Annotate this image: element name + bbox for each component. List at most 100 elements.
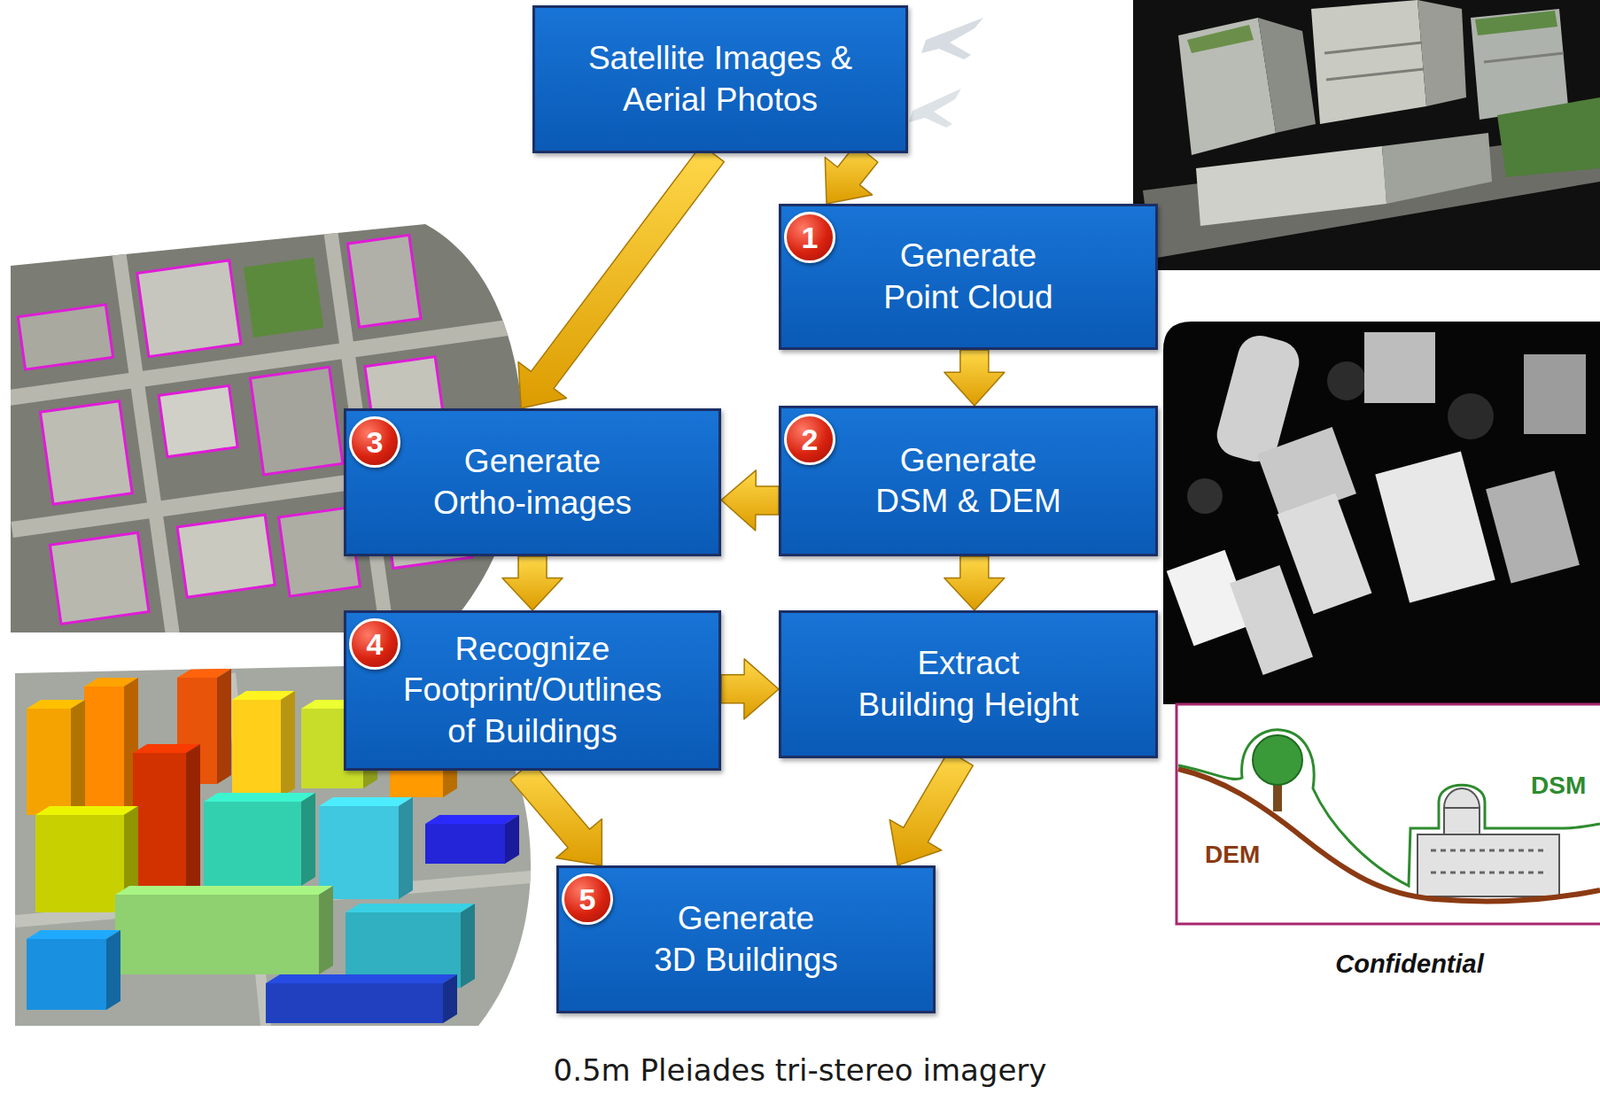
dsm-building bbox=[1277, 493, 1373, 615]
figure-caption: 0.5m Pleiades tri-stereo imagery bbox=[0, 1052, 1600, 1088]
building-side bbox=[70, 699, 86, 816]
building-dome bbox=[1444, 788, 1480, 808]
building bbox=[1178, 17, 1276, 156]
building-side bbox=[106, 930, 121, 1010]
building-h bbox=[132, 744, 201, 904]
process-box: Generate DSM & DEM bbox=[778, 405, 1158, 557]
building bbox=[1417, 0, 1467, 107]
callout-number: 3 bbox=[349, 416, 401, 468]
building-outline bbox=[347, 234, 421, 327]
dsm-label: DSM bbox=[1530, 772, 1586, 800]
building-face bbox=[425, 823, 505, 864]
callout-number: 1 bbox=[784, 211, 836, 264]
process-box: Generate 3D Buildings bbox=[556, 865, 936, 1014]
window-row bbox=[1324, 42, 1422, 54]
building-face bbox=[132, 753, 187, 904]
building-face bbox=[26, 939, 107, 1010]
dsm-building bbox=[1485, 471, 1580, 584]
building-roof bbox=[115, 885, 334, 895]
building-outline bbox=[158, 385, 238, 457]
flow-arrow bbox=[944, 349, 1005, 406]
building-side bbox=[442, 974, 458, 1024]
dsm-building bbox=[1374, 451, 1495, 604]
building-outline bbox=[249, 366, 342, 474]
dsm-building bbox=[1523, 354, 1586, 435]
building-face bbox=[84, 686, 125, 816]
building-roof bbox=[26, 930, 121, 940]
box-label: Generate 3D Buildings bbox=[652, 898, 839, 981]
building bbox=[1258, 17, 1316, 133]
building-face bbox=[232, 699, 281, 798]
building-side bbox=[186, 744, 201, 904]
window-row bbox=[1483, 53, 1564, 63]
tree-blob bbox=[1447, 393, 1494, 440]
dem-label: DEM bbox=[1204, 841, 1260, 870]
box-label: Recognize Footprint/Outlines of Building… bbox=[395, 629, 670, 753]
process-box: Extract Building Height bbox=[778, 610, 1158, 759]
flow-arrow bbox=[518, 144, 724, 409]
building-a bbox=[26, 699, 86, 816]
building-d bbox=[232, 691, 296, 798]
dem-dsm-inset bbox=[1176, 704, 1600, 925]
building-windows bbox=[1430, 849, 1546, 853]
process-box: Generate Point Cloud bbox=[778, 203, 1158, 350]
process-box: Recognize Footprint/Outlines of Building… bbox=[343, 610, 722, 771]
building-roof bbox=[425, 815, 520, 824]
building bbox=[1311, 0, 1427, 125]
process-box: Generate Ortho-images bbox=[343, 408, 722, 557]
building-m bbox=[425, 815, 520, 864]
box-label: Generate Point Cloud bbox=[866, 235, 1071, 319]
flow-arrow bbox=[721, 470, 779, 531]
flow-arrow bbox=[824, 144, 878, 204]
building-roof bbox=[203, 792, 316, 802]
box-label: Extract Building Height bbox=[856, 643, 1081, 726]
building-outline bbox=[49, 532, 149, 624]
dsm-building bbox=[1229, 565, 1313, 676]
flow-arrow bbox=[944, 556, 1005, 611]
process-box: Satellite Images & Aerial Photos bbox=[532, 5, 909, 154]
building bbox=[1196, 146, 1387, 226]
building-outline bbox=[177, 514, 275, 598]
box-label: Satellite Images & Aerial Photos bbox=[578, 38, 863, 121]
tree-crown bbox=[1252, 735, 1303, 785]
dsm-curve bbox=[1178, 730, 1600, 886]
roof-garden bbox=[1475, 10, 1558, 36]
dsm-building bbox=[1364, 332, 1436, 404]
aircraft-icon bbox=[908, 88, 962, 128]
building-outline bbox=[137, 260, 241, 358]
flow-arrow bbox=[502, 556, 563, 611]
watermark-note: Confidential bbox=[1335, 950, 1484, 979]
point-cloud-photo bbox=[1133, 0, 1600, 271]
building-roof bbox=[35, 806, 139, 816]
building-side bbox=[460, 903, 475, 988]
lawn bbox=[1497, 97, 1600, 178]
dem-curve bbox=[1178, 768, 1600, 902]
building bbox=[1382, 132, 1492, 204]
building-b bbox=[84, 677, 139, 816]
window-row bbox=[1326, 69, 1424, 80]
building-body bbox=[1417, 834, 1560, 897]
tree-blob bbox=[1327, 361, 1367, 401]
inset-frame bbox=[1176, 704, 1600, 925]
aircraft-icon bbox=[921, 17, 984, 60]
callout-number: 4 bbox=[349, 618, 401, 670]
building-face bbox=[26, 708, 71, 816]
building-roof bbox=[265, 974, 458, 984]
building bbox=[1470, 8, 1569, 120]
box-label: Generate Ortho-images bbox=[429, 441, 636, 524]
building-face bbox=[318, 806, 399, 900]
flow-arrow bbox=[721, 659, 779, 720]
building-outline bbox=[17, 304, 113, 370]
building-j bbox=[203, 792, 316, 886]
building-tower bbox=[1444, 807, 1480, 835]
building-side bbox=[301, 792, 316, 886]
building-side bbox=[280, 691, 296, 798]
callout-number: 5 bbox=[561, 873, 614, 925]
building-face bbox=[35, 815, 125, 913]
building-side bbox=[398, 797, 413, 900]
building-p bbox=[265, 974, 458, 1024]
building-side bbox=[217, 668, 232, 785]
photo-ground bbox=[1133, 0, 1600, 271]
callout-number: 2 bbox=[784, 413, 836, 466]
